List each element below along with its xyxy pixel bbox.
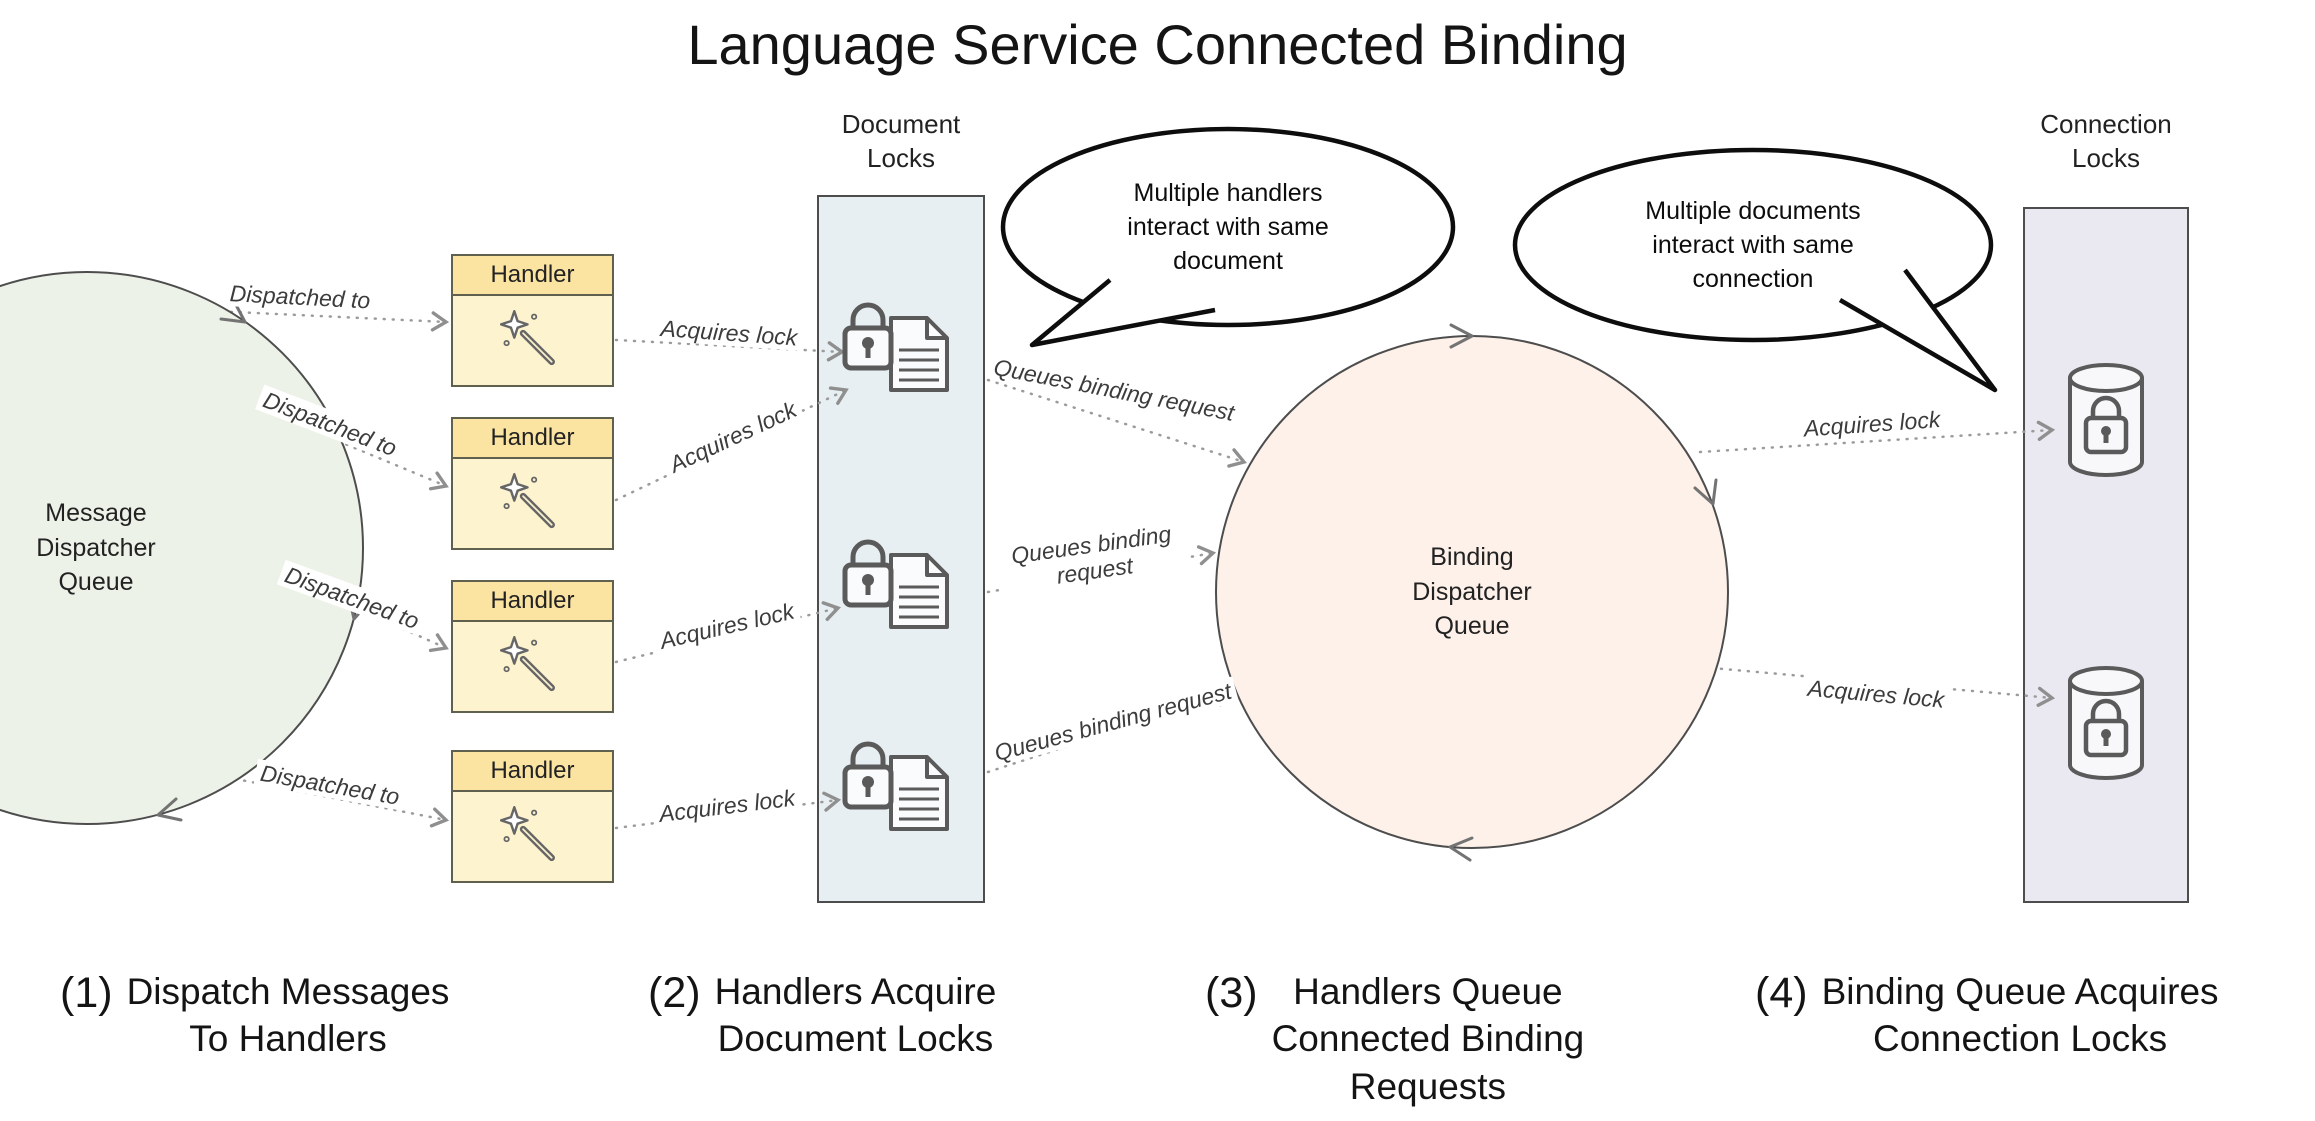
document-locks-title: Document Locks	[841, 109, 961, 173]
callout-text-documents: Multiple documents interact with same co…	[1645, 197, 1861, 293]
rim-arrow-icon	[1448, 836, 1474, 862]
caption-step-2: (2) Handlers Acquire Document Locks	[648, 968, 996, 1063]
handler-box-2: Handler	[451, 417, 614, 550]
magic-wand-icon	[499, 805, 555, 861]
bubble-tail	[1029, 278, 1216, 348]
rim-arrow-icon	[156, 797, 183, 822]
handler-title: Handler	[453, 419, 612, 459]
magic-wand-icon	[499, 309, 555, 365]
message-dispatcher-queue-label: Message Dispatcher Queue	[36, 499, 156, 596]
connection-locks-title: Connection Locks	[2040, 109, 2172, 173]
caption-number: (3)	[1205, 969, 1258, 1017]
magic-wand-icon	[499, 472, 555, 528]
handler-box-3: Handler	[451, 580, 614, 713]
acquire-doc-arrow-4	[614, 791, 842, 830]
handler-body	[453, 622, 612, 713]
handler-box-4: Handler	[451, 750, 614, 883]
callout-bubble-documents	[1512, 147, 1998, 393]
caption-text: Handlers Queue Connected Binding Request…	[1271, 971, 1585, 1107]
handler-title: Handler	[453, 582, 612, 622]
bubble-tail	[1838, 268, 1998, 393]
caption-number: (1)	[60, 969, 113, 1017]
handler-box-1: Handler	[451, 254, 614, 387]
handler-title: Handler	[453, 256, 612, 296]
callout-bubble-handlers	[1000, 126, 1456, 348]
acquire-doc-arrow-1	[614, 338, 846, 362]
caption-step-3: (3) Handlers Queue Connected Binding Req…	[1205, 968, 1584, 1110]
connection-locks-column	[2023, 207, 2189, 903]
caption-step-4: (4) Binding Queue Acquires Connection Lo…	[1755, 968, 2219, 1063]
handler-title: Handler	[453, 752, 612, 792]
caption-step-1: (1) Dispatch Messages To Handlers	[60, 968, 449, 1063]
handler-body	[453, 459, 612, 550]
caption-number: (4)	[1755, 969, 1808, 1017]
rim-arrow-icon	[1693, 478, 1718, 506]
page-title: Language Service Connected Binding	[687, 13, 1628, 76]
handler-body	[453, 296, 612, 387]
magic-wand-icon	[499, 635, 555, 691]
caption-text: Binding Queue Acquires Connection Locks	[1821, 971, 2219, 1060]
callout-text-handlers: Multiple handlers interact with same doc…	[1127, 179, 1329, 275]
binding-dispatcher-queue-label: Binding Dispatcher Queue	[1412, 543, 1532, 640]
acquire-doc-arrow-3	[614, 601, 842, 664]
connection-lock-icon	[2070, 365, 2142, 475]
queue-binding-arrow-1	[986, 378, 1247, 468]
caption-text: Dispatch Messages To Handlers	[126, 971, 450, 1060]
handler-body	[453, 792, 612, 883]
rim-arrow-icon	[219, 299, 247, 324]
caption-number: (2)	[648, 969, 701, 1017]
connection-lock-icon	[2070, 668, 2142, 778]
rim-arrow-icon	[1449, 323, 1474, 349]
caption-text: Handlers Acquire Document Locks	[714, 971, 997, 1060]
